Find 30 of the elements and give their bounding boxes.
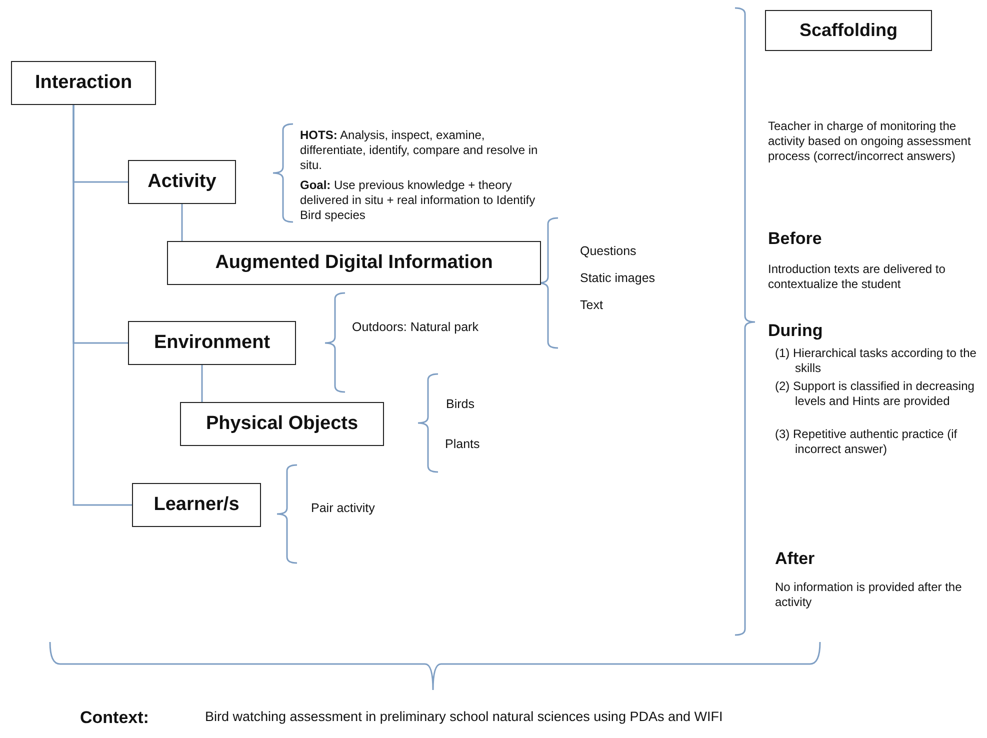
note-text: Pair activity: [311, 501, 376, 517]
note-text: Text: [580, 298, 604, 314]
connector-line: [201, 365, 203, 402]
note-text: Questions: [580, 244, 638, 260]
label-box: Scaffolding: [765, 10, 932, 51]
section-heading: Context:: [80, 707, 150, 728]
note-text: Goal: Use previous knowledge + theory delivered in situ + real information to Identify Bird species: [300, 178, 536, 223]
note-text: Static images: [580, 271, 656, 287]
label-box: Activity: [128, 160, 236, 204]
section-heading: Before: [768, 228, 823, 250]
section-heading: After: [775, 548, 816, 570]
note-text: No information is provided after the activity: [775, 580, 963, 610]
note-text: Bird watching assessment in preliminary school natural sciences using PDAs and WIFI: [205, 709, 724, 726]
note-text: Plants: [445, 437, 481, 453]
connector-line: [181, 204, 183, 241]
label-box: Augmented Digital Information: [167, 241, 541, 285]
note-text: Birds: [446, 397, 476, 413]
note-text: Introduction texts are delivered to contextualize the student: [768, 262, 946, 292]
note-text: (1) Hierarchical tasks according to the skills: [775, 346, 978, 376]
label-box: Environment: [128, 321, 296, 365]
note-text: (2) Support is classified in decreasing levels and Hints are provided: [775, 379, 976, 409]
section-heading: During: [768, 320, 824, 342]
label-box: Learner/s: [132, 483, 261, 527]
note-text: (3) Repetitive authentic practice (if incorrect answer): [775, 427, 958, 457]
label-box: Physical Objects: [180, 402, 384, 446]
connector-line: [72, 105, 132, 506]
note-text: Teacher in charge of monitoring the activity based on ongoing assessment process (correct/incorrect answers): [768, 119, 972, 164]
label-box: Interaction: [11, 61, 156, 105]
note-text: HOTS: Analysis, inspect, examine, differentiate, identify, compare and resolve in situ.: [300, 128, 539, 173]
note-text: Outdoors: Natural park: [352, 320, 480, 336]
